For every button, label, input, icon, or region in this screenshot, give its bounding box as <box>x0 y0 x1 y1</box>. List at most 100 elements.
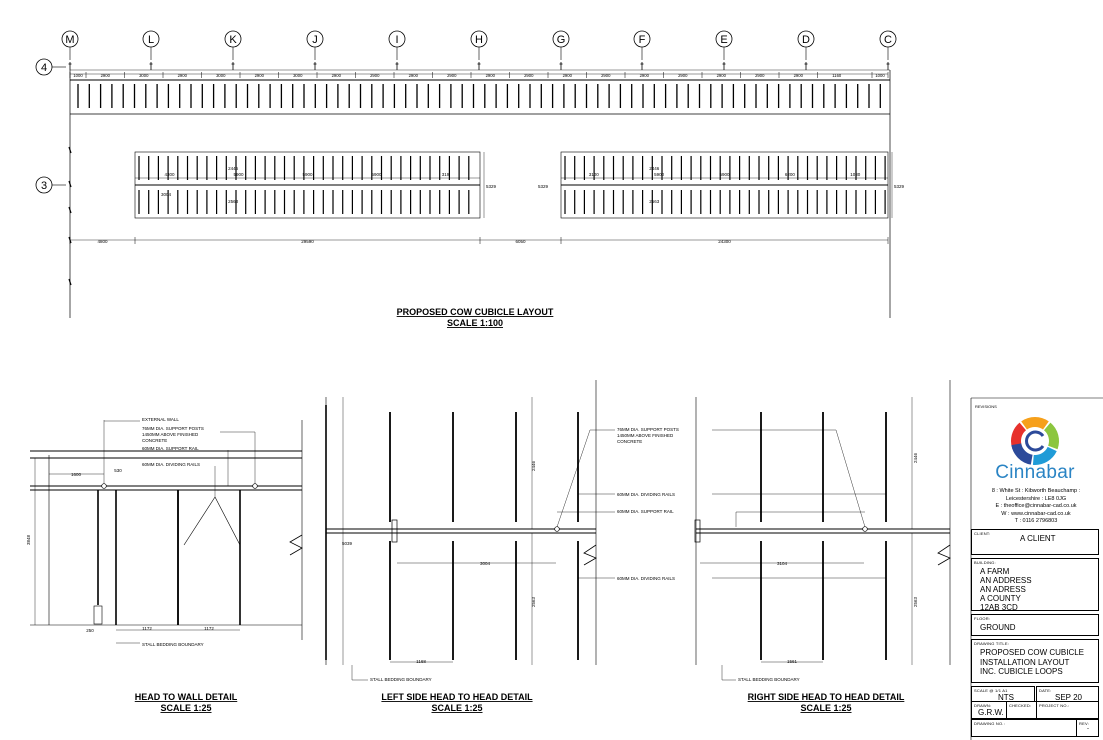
revision-value: - <box>1087 726 1089 732</box>
address-line: E : theoffice@cinnabar-cad.co.uk <box>995 503 1077 510</box>
revisions-label: REVISIONS <box>975 404 997 409</box>
top-dimension: 2900 <box>486 73 496 78</box>
top-dimension: 1000 <box>73 73 83 78</box>
block-dimension: 5900 <box>371 172 382 177</box>
date-label: DATE: <box>1039 688 1052 693</box>
boundary-label: STALL BEDDING BOUNDARY <box>370 677 432 682</box>
block-dimension: 5900 <box>654 172 665 177</box>
grid-tick <box>68 278 72 286</box>
grid-column-label: E <box>720 34 727 46</box>
block-dimension: 6200 <box>785 172 796 177</box>
loop-rail <box>183 496 216 546</box>
drawing-title-line: INSTALLATION LAYOUT <box>980 657 1070 667</box>
drawing-number-box: DRAWING NO.: <box>971 719 1079 737</box>
building-line: 12AB 3CD <box>980 603 1018 612</box>
bay-dimension: 1561 <box>787 659 798 664</box>
base-dimension: 250 <box>86 628 94 633</box>
logo-segment <box>1043 422 1059 450</box>
block-dimension: 5900 <box>302 172 313 177</box>
top-dimension: 2900 <box>370 73 380 78</box>
top-dimension: 2900 <box>717 73 727 78</box>
top-dimension: 2900 <box>332 73 342 78</box>
plan-title: PROPOSED COW CUBICLE LAYOUT <box>397 307 554 317</box>
address-line: W : www.cinnabar-cad.co.uk <box>1001 510 1071 517</box>
support-rail-label: 60MM DIA. SUPPORT RAIL <box>142 446 199 451</box>
mid-dimension: 3004 <box>480 561 491 566</box>
small-dimension: 530 <box>114 468 122 473</box>
grid-column-label: J <box>312 34 318 46</box>
overall-dimension: 24300 <box>718 239 731 244</box>
posts-label: 1450MM ABOVE FINISHED <box>617 433 674 438</box>
external-wall-label: EXTERNAL WALL <box>142 417 179 422</box>
top-dimension: 2900 <box>101 73 111 78</box>
post-bracket <box>694 519 701 543</box>
grid-column-label: K <box>229 34 237 46</box>
grid-column-label: C <box>884 34 892 46</box>
wall-dimension: 1600 <box>71 472 82 477</box>
grid-column-label: D <box>802 34 810 46</box>
grid-row-label: 4 <box>41 62 47 74</box>
building-box: BUILDING: A FARM AN ADDRESS AN ADRESS A … <box>971 558 1099 612</box>
detail-scale: SCALE 1:25 <box>160 703 211 713</box>
floor-value: GROUND <box>980 623 1016 632</box>
grid-column-label: I <box>395 34 398 46</box>
posts-label: 76MM DIA. SUPPORT POSTS <box>617 427 679 432</box>
checked-label: CHECKED: <box>1009 703 1032 708</box>
logo-segment <box>1021 417 1049 430</box>
grid-tick <box>68 146 72 154</box>
top-dimension: 2900 <box>178 73 188 78</box>
top-dimension: 2900 <box>447 73 457 78</box>
drawn-box: DRAWN: G.R.W. <box>971 701 1007 719</box>
top-dimension: 2900 <box>601 73 611 78</box>
client-box: CLIENT: A CLIENT <box>971 529 1099 555</box>
rail-dimension: 2563 <box>649 199 660 204</box>
block-height-dimension: 5329 <box>538 184 549 189</box>
client-value: A CLIENT <box>1020 534 1056 543</box>
block-height-dimension: 5329 <box>486 184 497 189</box>
overall-dimension: 6050 <box>515 239 526 244</box>
grid-tick <box>68 206 72 214</box>
top-dimension: 1000 <box>875 73 885 78</box>
overall-dimension: 29590 <box>301 239 314 244</box>
grid-tick <box>68 180 72 188</box>
grid-column-label: G <box>557 34 566 46</box>
cinnabar-logo <box>1011 417 1059 465</box>
total-dimension: 5039 <box>342 541 353 546</box>
top-dimension: 2900 <box>678 73 688 78</box>
top-dimension: 1160 <box>832 73 842 78</box>
revision-box: REV: - <box>1076 719 1099 737</box>
leader-line <box>556 429 591 528</box>
posts-label: 76MM DIA. SUPPORT POSTS <box>142 426 204 431</box>
detail-title: LEFT SIDE HEAD TO HEAD DETAIL <box>381 692 533 702</box>
top-dimension: 3000 <box>139 73 149 78</box>
drawing-title-box: DRAWING TITLE: PROPOSED COW CUBICLE INST… <box>971 639 1099 683</box>
floor-box: FLOOR: GROUND <box>971 614 1099 636</box>
building-line: A FARM <box>980 567 1010 576</box>
detail-title: RIGHT SIDE HEAD TO HEAD DETAIL <box>748 692 905 702</box>
client-label: CLIENT: <box>974 531 991 536</box>
rail-dimension: 2563 <box>228 199 239 204</box>
block-dimension: 3100 <box>589 172 600 177</box>
posts-label: CONCRETE <box>617 439 642 444</box>
boundary-label: STALL BEDDING BOUNDARY <box>738 677 800 682</box>
posts-label: 1450MM ABOVE FINISHED <box>142 432 199 437</box>
sub-dimension: 3004 <box>161 192 172 197</box>
building-label: BUILDING: <box>974 560 996 565</box>
down-dimension: 2563 <box>531 596 536 607</box>
top-dimension: 2900 <box>524 73 534 78</box>
grid-column-label: M <box>65 34 74 46</box>
drawing-title-text: PROPOSED COW CUBICLE INSTALLATION LAYOUT… <box>980 648 1084 677</box>
overall-dimension: 4800 <box>97 239 108 244</box>
support-post <box>101 483 107 489</box>
top-dimension: 2900 <box>794 73 804 78</box>
support-post <box>554 526 560 532</box>
bay-dimension: 1172 <box>142 626 152 631</box>
building-address: A FARM AN ADDRESS AN ADRESS A COUNTY 12A… <box>980 567 1032 612</box>
top-dimension: 2900 <box>755 73 765 78</box>
logo-segment <box>1011 422 1027 450</box>
support-post <box>252 483 258 489</box>
